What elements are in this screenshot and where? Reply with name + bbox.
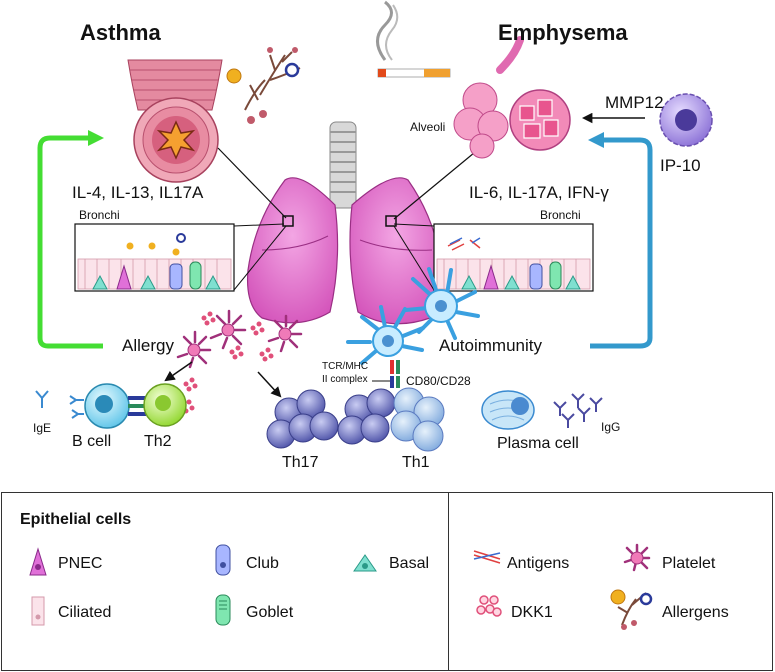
- b-cell-label: B cell: [72, 433, 112, 450]
- th17-label: Th17: [282, 454, 319, 471]
- ige-antibody-icon: [35, 390, 49, 408]
- allergens-legend-icon: [610, 589, 653, 630]
- legend-ciliated: Ciliated: [58, 604, 112, 621]
- legend-title: Epithelial cells: [20, 511, 132, 528]
- th1-cells-icon: [337, 387, 445, 452]
- bronchi-right-label: Bronchi: [540, 208, 581, 222]
- basal-icon: [353, 554, 377, 572]
- immune-synapse-icon: [372, 360, 400, 388]
- mmp12-label: MMP12: [605, 93, 664, 112]
- dendritic-cell-icon: [346, 305, 425, 365]
- legend: Epithelial cells PNEC Club Basal Ciliate…: [1, 492, 773, 671]
- dkk1-icon: [476, 595, 502, 617]
- plasma-cell-label: Plasma cell: [497, 435, 579, 452]
- b-cell-icon: [69, 383, 130, 429]
- legend-dkk1: DKK1: [511, 604, 553, 621]
- asthma-cytokines: IL-4, IL-13, IL17A: [72, 183, 204, 202]
- cigarette-icon: [376, 0, 451, 78]
- bronchus-icon: [127, 59, 223, 183]
- plasma-cell-icon: [481, 390, 535, 430]
- legend-divider: [448, 493, 449, 670]
- th2-cell-icon: [128, 383, 187, 427]
- trachea-icon: [329, 121, 357, 209]
- dendritic-cell-icon: [404, 267, 480, 340]
- legend-platelet: Platelet: [662, 555, 716, 572]
- allergens-icon: [226, 47, 301, 124]
- th2-label: Th2: [144, 433, 172, 450]
- legend-basal: Basal: [389, 555, 430, 572]
- legend-goblet: Goblet: [246, 604, 294, 621]
- emphysema-cycle-arrow: [590, 137, 653, 349]
- legend-club: Club: [246, 555, 279, 572]
- igg-antibodies-icon: [553, 393, 603, 428]
- antigens-icon: [473, 550, 501, 564]
- legend-allergens: Allergens: [662, 604, 729, 621]
- bronchi-inset-left: [74, 223, 235, 292]
- platelet-legend-icon: [623, 543, 651, 572]
- tcr-label-line2: II complex: [322, 374, 368, 385]
- th17-cells-icon: [266, 389, 339, 449]
- bronchi-inset-right: [433, 223, 594, 292]
- tcr-label-line1: TCR/MHC: [322, 361, 369, 372]
- legend-antigens: Antigens: [507, 555, 570, 572]
- alveoli-icon: [453, 36, 571, 159]
- platelet-icon: [209, 309, 247, 350]
- club-icon: [215, 544, 231, 576]
- emphysema-cytokines: IL-6, IL-17A, IFN-γ: [469, 183, 609, 202]
- asthma-cycle-arrow: [37, 135, 103, 349]
- diagram-canvas: [35, 0, 713, 452]
- cd80-label: CD80/CD28: [406, 374, 471, 388]
- th1-label: Th1: [402, 454, 430, 471]
- ciliated-icon: [31, 596, 45, 626]
- alveoli-label: Alveoli: [410, 120, 446, 134]
- pnec-icon: [29, 547, 47, 576]
- emphysema-heading: Emphysema: [498, 20, 628, 45]
- allergy-label: Allergy: [122, 336, 174, 355]
- ip10-cell-icon: [659, 93, 713, 147]
- platelet-icon: [267, 314, 303, 353]
- asthma-heading: Asthma: [80, 20, 161, 45]
- autoimmunity-label: Autoimmunity: [439, 336, 542, 355]
- goblet-icon: [215, 594, 231, 626]
- ige-label: IgE: [33, 421, 52, 435]
- bronchi-left-label: Bronchi: [79, 208, 120, 222]
- platelet-icon: [176, 330, 212, 369]
- legend-pnec: PNEC: [58, 555, 103, 572]
- ip10-label: IP-10: [660, 156, 701, 175]
- igg-label: IgG: [601, 420, 621, 434]
